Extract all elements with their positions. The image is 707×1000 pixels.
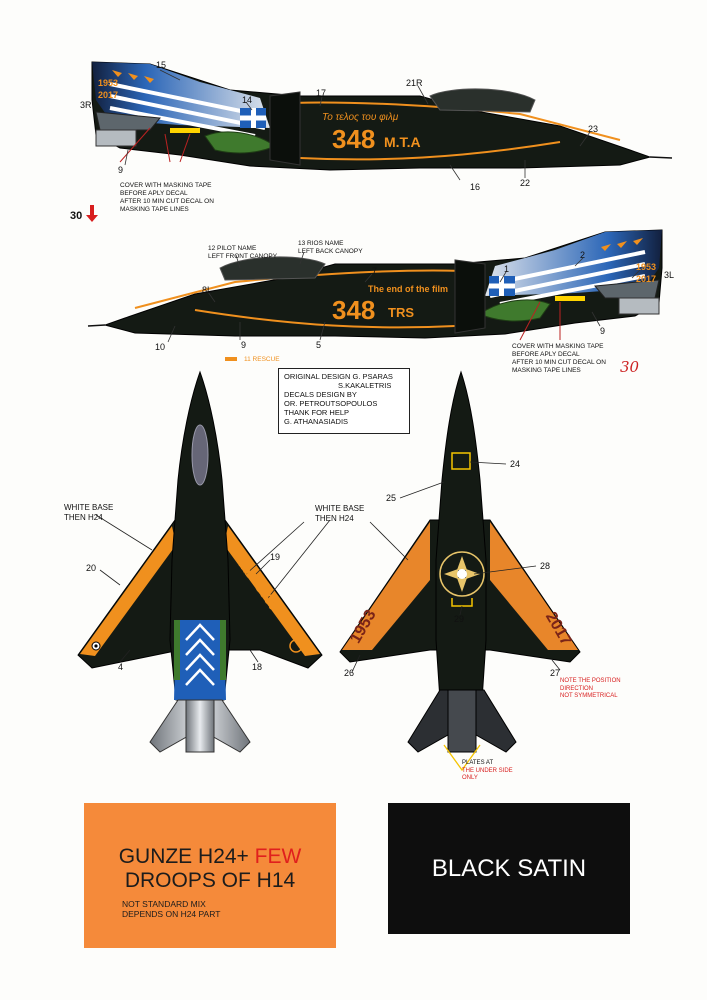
callout-20: 20 [86,563,97,573]
bottom-view-white-base-note: WHITE BASE THEN H24 [315,504,365,523]
bottom-profile-squadron-number: 348 [332,295,376,325]
callout-22: 22 [520,178,531,188]
swatch-black-satin: BLACK SATIN [388,803,630,934]
top-profile-masking-note: COVER WITH MASKING TAPE BEFORE APLY DECA… [120,182,214,213]
callout-25: 25 [386,493,397,503]
callout-24: 24 [510,459,521,469]
top-view-blue-tail [174,620,226,700]
top-profile-squadron-number: 348 [332,124,376,154]
top-profile-canopy [429,88,536,113]
callout-28: 28 [540,561,551,571]
bottom-view-left-orange-panel [342,522,430,650]
swatch-black-satin-title: BLACK SATIN [431,855,587,882]
top-profile-year-1953: 1953 [98,78,119,88]
callout-3L: 3L [664,270,675,280]
top-view-right-orange-edge [224,526,320,656]
callout-7: 7 [372,266,378,276]
top-profile-red-arrow-icon [86,205,98,222]
top-profile-year-2017: 2017 [98,90,119,100]
bottom-profile-masking-note: COVER WITH MASKING TAPE BEFORE APLY DECA… [512,343,606,374]
callout-29: 29 [454,614,465,624]
top-profile-motto: Το τελος του φιλμ [322,112,399,123]
callout-30-top: 30 [70,210,83,222]
bottom-view-fuselage [435,370,487,701]
callout-1: 1 [504,264,510,274]
bottom-view-right-orange-panel [490,522,578,650]
credits-box: ORIGINAL DESIGN G. PSARAS S.KAKALETRIS D… [278,368,410,434]
bottom-profile-tail-jets-icon [601,238,643,251]
top-profile-tail-jets-icon [112,70,154,83]
bottom-profile-aircraft [87,229,663,361]
bottom-profile-greek-stripes [489,250,646,306]
bottom-profile-year-2017: 2017 [636,274,657,284]
callout-30-bottom: 30 [620,358,640,376]
position-note: NOTE THE POSITION DIRECTION NOT SYMMETRI… [560,678,621,699]
callout-4: 4 [118,662,124,672]
callout-19: 19 [270,552,281,562]
top-profile-aircraft [86,61,673,222]
bottom-view-yellow-box [451,452,471,470]
callout-23: 23 [588,124,599,134]
rescue-marker [225,357,237,361]
bottom-profile-year-1953: 1953 [636,262,657,272]
swatch-gunze-note: NOT STANDARD MIX DEPENDS ON H24 PART [122,899,221,919]
callout-15: 15 [156,60,167,70]
callout-9-top: 9 [118,165,124,175]
bottom-profile-squadron-suffix: TRS [388,305,414,320]
plates-note: PLATES AT THE UNDER SIDE ONLY [462,760,513,781]
callout-26: 26 [344,668,355,678]
callout-18: 18 [252,662,263,672]
pilot-name-note: 12 PILOT NAME LEFT FRONT CANOPY [208,245,278,260]
bottom-view-aircraft [339,370,581,772]
callout-16: 16 [470,182,481,192]
callout-9-bottom-right: 9 [600,326,606,336]
callout-9-bottom-left: 9 [241,340,247,350]
bottom-profile-canopy [219,256,326,281]
rescue-label: 11 RESCUE [244,356,280,363]
rios-name-note: 13 RIOS NAME LEFT BACK CANOPY [298,240,363,255]
callout-10: 10 [155,342,166,352]
top-view-canopy [191,424,209,486]
callout-27: 27 [550,668,561,678]
callout-21R: 21R [406,78,423,88]
callout-17: 17 [316,88,327,98]
callout-8L: 8L [202,285,213,295]
callout-3R: 3R [80,100,92,110]
top-view-white-base-note: WHITE BASE THEN H24 [64,503,114,522]
bottom-profile-motto: The end of the film [368,284,448,294]
top-profile-squadron-suffix: Μ.Τ.Α [384,134,421,150]
swatch-gunze-title: GUNZE H24+ FEW DROOPS OF H14 [118,845,302,892]
top-profile-greek-stripes [109,82,266,138]
top-view-aircraft [77,370,331,753]
callout-5: 5 [316,340,322,350]
callout-2: 2 [580,250,586,260]
swatch-gunze-h24: GUNZE H24+ FEW DROOPS OF H14 NOT STANDAR… [84,803,336,948]
callout-14: 14 [242,95,253,105]
top-view-left-orange-edge [80,526,176,656]
